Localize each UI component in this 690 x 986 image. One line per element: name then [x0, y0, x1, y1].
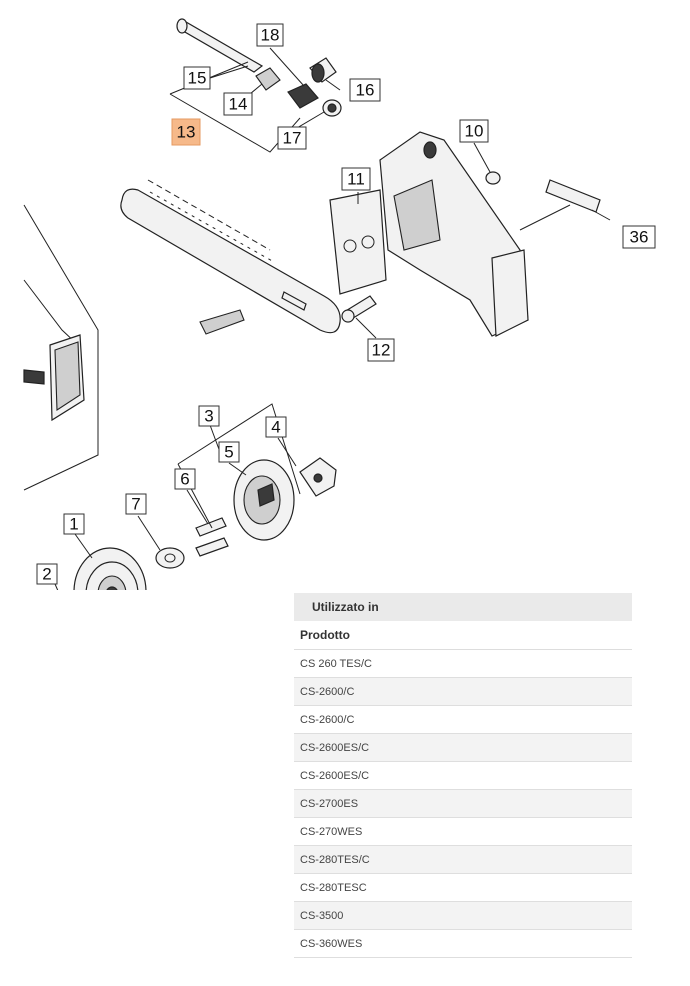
- clutch-drum: [73, 547, 185, 590]
- svg-text:6: 6: [180, 470, 189, 489]
- svg-text:14: 14: [229, 95, 248, 114]
- side-cover: [379, 131, 601, 337]
- svg-text:10: 10: [465, 122, 484, 141]
- svg-text:5: 5: [224, 443, 233, 462]
- callout-10[interactable]: 10: [459, 119, 489, 143]
- callout-11[interactable]: 11: [341, 167, 371, 191]
- svg-text:15: 15: [188, 69, 207, 88]
- product-row[interactable]: CS-2600/C: [294, 678, 632, 706]
- svg-text:3: 3: [204, 407, 213, 426]
- guide-bar: [120, 179, 341, 335]
- callout-3[interactable]: 3: [198, 405, 220, 427]
- clutch-assembly: [177, 403, 337, 557]
- callout-36[interactable]: 36: [622, 225, 656, 249]
- callout-15[interactable]: 15: [183, 66, 211, 90]
- used-in-title: Utilizzato in: [294, 593, 632, 621]
- used-in-table: Utilizzato in Prodotto CS 260 TES/C CS-2…: [294, 593, 632, 958]
- callout-16[interactable]: 16: [349, 78, 381, 102]
- callout-6[interactable]: 6: [174, 468, 196, 490]
- product-row[interactable]: CS-360WES: [294, 930, 632, 958]
- callout-2[interactable]: 2: [36, 563, 58, 585]
- svg-text:2: 2: [42, 565, 51, 584]
- svg-text:1: 1: [69, 515, 78, 534]
- callout-4[interactable]: 4: [265, 416, 287, 438]
- svg-text:17: 17: [283, 129, 302, 148]
- product-column-header: Prodotto: [294, 621, 632, 650]
- product-row[interactable]: CS-280TESC: [294, 874, 632, 902]
- svg-text:13: 13: [177, 123, 196, 142]
- callout-5[interactable]: 5: [218, 441, 240, 463]
- product-row[interactable]: CS-2600ES/C: [294, 762, 632, 790]
- exploded-parts-diagram: 18 15 16 14 13 17 10 11 36 12 3 4 5 6 7 …: [23, 18, 656, 590]
- product-list: CS 260 TES/C CS-2600/C CS-2600/C CS-2600…: [294, 650, 632, 958]
- callout-12[interactable]: 12: [367, 338, 395, 362]
- callout-17[interactable]: 17: [277, 126, 307, 150]
- leader-lines: [54, 47, 611, 590]
- engine-housing-fragment: [23, 204, 99, 491]
- svg-text:18: 18: [261, 26, 280, 45]
- callout-13[interactable]: 13: [171, 118, 201, 146]
- product-row[interactable]: CS-2600ES/C: [294, 734, 632, 762]
- svg-text:36: 36: [630, 228, 649, 247]
- svg-text:11: 11: [347, 170, 365, 189]
- svg-text:12: 12: [372, 341, 391, 360]
- bar-plate: [329, 189, 387, 323]
- product-row[interactable]: CS 260 TES/C: [294, 650, 632, 678]
- product-row[interactable]: CS-3500: [294, 902, 632, 930]
- product-row[interactable]: CS-280TES/C: [294, 846, 632, 874]
- product-row[interactable]: CS-2600/C: [294, 706, 632, 734]
- product-row[interactable]: CS-2700ES: [294, 790, 632, 818]
- callout-14[interactable]: 14: [223, 92, 253, 116]
- svg-text:7: 7: [131, 495, 140, 514]
- svg-text:16: 16: [356, 81, 375, 100]
- callout-18[interactable]: 18: [256, 23, 284, 47]
- callout-7[interactable]: 7: [125, 493, 147, 515]
- product-row[interactable]: CS-270WES: [294, 818, 632, 846]
- callout-1[interactable]: 1: [63, 513, 85, 535]
- svg-text:4: 4: [271, 418, 280, 437]
